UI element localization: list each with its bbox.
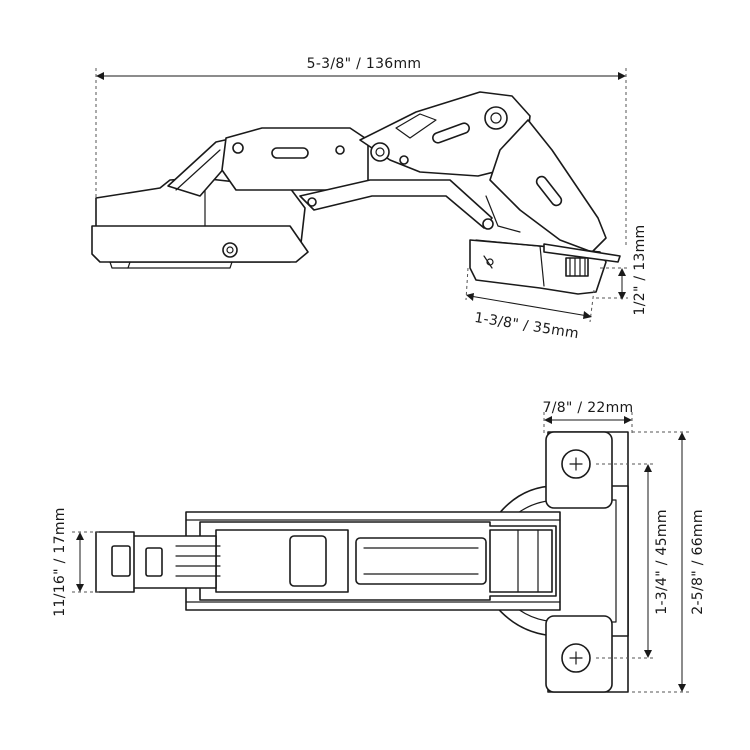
dim-overall-length: 5-3/8" / 136mm — [95, 56, 627, 248]
side-pivot-2 — [335, 145, 345, 155]
hinge-top-view — [95, 431, 629, 693]
dim-hole-spacing-label: 1-3/4" / 45mm — [654, 509, 670, 615]
dim-plate-height: 1/2" / 13mm — [596, 225, 648, 316]
side-base-front — [91, 225, 309, 263]
dim-plate-width: 7/8" / 22mm — [543, 400, 634, 434]
hinge-side-view — [91, 91, 621, 295]
side-down-slot — [535, 175, 563, 207]
side-upper-slot — [432, 122, 470, 144]
side-arm-slot — [271, 147, 309, 159]
dim-arm-width: 11/16" / 17mm — [52, 507, 100, 617]
dim-arm-width-label: 11/16" / 17mm — [52, 507, 68, 616]
dim-plate-width-label: 7/8" / 22mm — [543, 400, 634, 416]
dim-hole-spacing: 1-3/4" / 45mm — [596, 463, 670, 659]
side-center-pivot — [370, 142, 390, 162]
dim-plate-height-label: 1/2" / 13mm — [632, 225, 648, 316]
dim-cup-width-label: 1-3/8" / 35mm — [473, 310, 580, 342]
dim-overall-length-label: 5-3/8" / 136mm — [307, 56, 422, 72]
side-pivot-1 — [232, 142, 244, 154]
top-arm-slot — [355, 537, 487, 585]
side-upper-pivot — [484, 106, 508, 130]
side-main-arm — [221, 127, 369, 191]
dim-plate-length: 2-5/8" / 66mm — [632, 431, 706, 693]
side-adjust-screw — [565, 257, 589, 277]
dim-plate-length-label: 2-5/8" / 66mm — [690, 509, 706, 615]
top-arm-window — [289, 535, 327, 587]
side-base-screw — [222, 242, 238, 258]
top-neck — [131, 535, 217, 589]
